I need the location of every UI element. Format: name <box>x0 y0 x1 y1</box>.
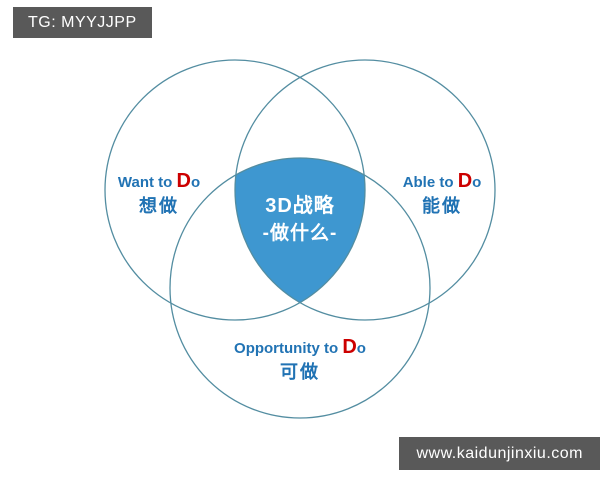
center-label-line1: 3D战略 <box>265 195 335 217</box>
opportunity-circle <box>169 157 431 419</box>
watermark-badge-top-text: TG: MYYJJPP <box>28 13 137 31</box>
able-circle <box>234 59 496 321</box>
watermark-badge-bottom: www.kaidunjinxiu.com <box>399 437 600 470</box>
want-label: Want to Do 想做 <box>39 170 279 218</box>
want-label-cn: 想做 <box>139 196 179 216</box>
able-label-d: D <box>457 170 473 192</box>
center-intersection-shape <box>235 158 365 303</box>
opportunity-label: Opportunity to Do 可做 <box>180 336 420 384</box>
want-label-suffix: o <box>190 174 201 191</box>
opportunity-label-en: Opportunity to Do <box>180 336 420 360</box>
opportunity-label-cn: 可做 <box>280 362 320 382</box>
able-label-cn: 能做 <box>422 196 462 216</box>
opportunity-label-d: D <box>342 336 357 358</box>
center-label: 3D战略 -做什么- <box>220 192 380 248</box>
watermark-badge-top: TG: MYYJJPP <box>13 7 152 38</box>
center-label-line2: -做什么- <box>262 223 338 244</box>
opportunity-label-prefix: Opportunity to <box>234 340 343 357</box>
able-label-en: Able to Do <box>322 170 562 194</box>
able-label: Able to Do 能做 <box>322 170 562 218</box>
want-circle <box>104 59 366 321</box>
want-label-d: D <box>176 170 191 192</box>
want-label-prefix: Want to <box>117 174 177 191</box>
able-label-suffix: o <box>472 174 482 191</box>
able-label-prefix: Able to <box>402 174 458 191</box>
opportunity-label-suffix: o <box>356 340 366 357</box>
watermark-badge-bottom-text: www.kaidunjinxiu.com <box>416 444 583 462</box>
want-label-en: Want to Do <box>39 170 279 194</box>
